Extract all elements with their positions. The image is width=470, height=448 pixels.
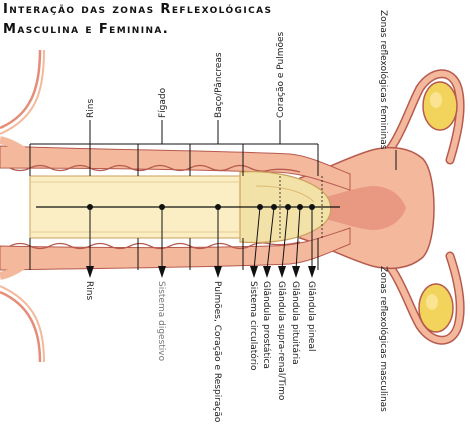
upper-zone-bracket xyxy=(29,120,397,176)
label-glandula-supra-renal: Glândula supra-renal/Timo xyxy=(276,281,286,401)
label-zonas-femininas: Zonas reflexológicas femininas xyxy=(378,10,389,150)
label-glandula-pituitaria: Glândula pituitária xyxy=(290,281,300,365)
diagram-title: Interação das zonas Reflexológicas Mascu… xyxy=(3,0,272,40)
left-body-outline xyxy=(0,49,45,363)
lower-ovary xyxy=(418,283,454,333)
bottom-labels: Rins Sistema digestivo Pulmões, Coração … xyxy=(84,266,389,423)
label-sistema-circulatorio: Sistema circulatório xyxy=(248,281,259,371)
label-top-coracao-pulmoes: Coração e Pulmões xyxy=(276,31,286,118)
title-line-1: Interação das zonas Reflexológicas xyxy=(3,2,273,17)
label-glandula-pineal: Glândula pineal xyxy=(306,281,316,351)
vaginal-canal xyxy=(0,145,351,271)
label-sistema-digestivo: Sistema digestivo xyxy=(156,281,166,362)
top-labels: Rins Fígado Baço/Pâncreas Coração e Pulm… xyxy=(86,10,389,150)
upper-ovary xyxy=(422,81,458,131)
reflex-points xyxy=(36,204,340,278)
title-line-2: Masculina e Feminina. xyxy=(3,22,170,37)
label-glandula-prostatica: Glândula prostática xyxy=(261,281,271,369)
label-zonas-masculinas: Zonas reflexológicas masculinas xyxy=(378,266,389,412)
label-top-baco-pancreas: Baço/Pâncreas xyxy=(214,52,224,118)
label-pulmoes-coracao-respiracao: Pulmões, Coração e Respiração xyxy=(212,281,222,423)
label-top-figado: Fígado xyxy=(158,87,168,118)
label-top-rins: Rins xyxy=(86,99,96,118)
label-bottom-rins: Rins xyxy=(84,281,94,300)
